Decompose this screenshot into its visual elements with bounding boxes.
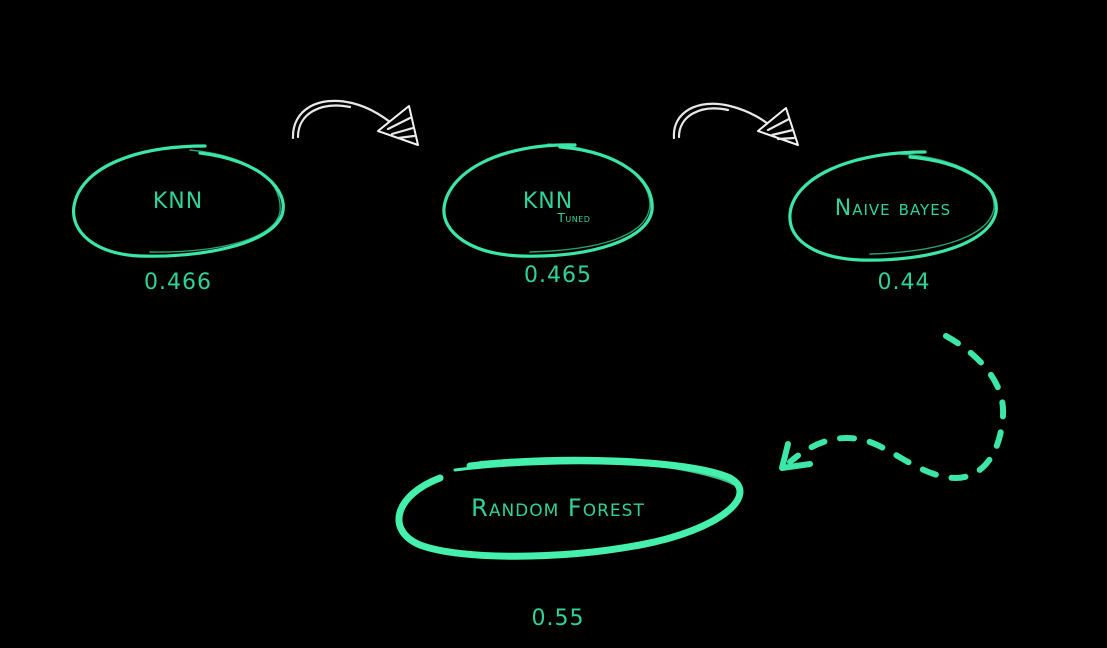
- knn-score: 0.466: [144, 270, 212, 295]
- random-forest-circle: [395, 456, 744, 560]
- curved-arrow-icon: [291, 99, 419, 146]
- knn-circle: [72, 144, 285, 258]
- node-random-forest: Random Forest 0.55: [395, 456, 744, 631]
- knn-tuned-circle: [442, 143, 654, 258]
- naive-bayes-circle: [788, 150, 998, 262]
- node-knn: KNN 0.466: [72, 144, 285, 295]
- node-naive-bayes: Naive bayes 0.44: [788, 150, 998, 295]
- random-forest-score: 0.55: [532, 606, 585, 631]
- knn-tuned-score: 0.465: [524, 263, 592, 288]
- knn-tuned-sublabel: Tuned: [557, 211, 591, 225]
- knn-tuned-label: KNN: [523, 189, 573, 214]
- curved-arrow-icon: [672, 102, 799, 146]
- naive-bayes-label: Naive bayes: [835, 196, 951, 221]
- random-forest-label: Random Forest: [471, 494, 645, 522]
- knn-label: KNN: [153, 189, 203, 214]
- node-knn-tuned: KNN Tuned 0.465: [442, 143, 654, 288]
- naive-bayes-score: 0.44: [878, 270, 931, 295]
- dashed-curved-arrow-icon: [779, 333, 1007, 482]
